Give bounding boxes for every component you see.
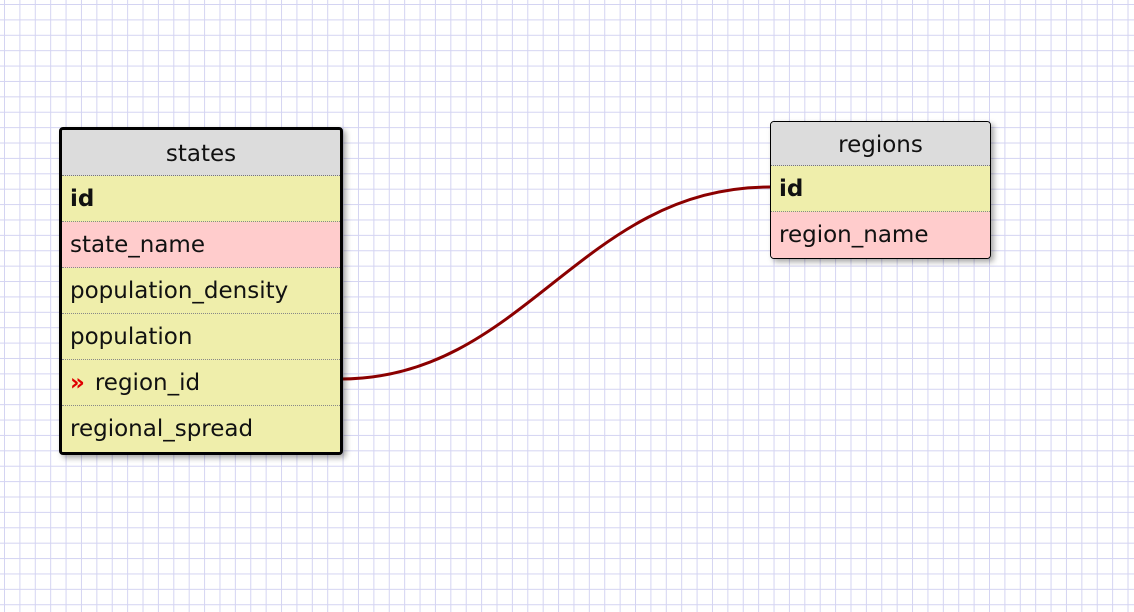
- field-label: region_id: [94, 370, 201, 396]
- table-regions[interactable]: regions id region_name: [770, 121, 991, 259]
- table-states[interactable]: states id state_name population_density …: [59, 127, 343, 455]
- field-label: state_name: [70, 232, 205, 258]
- field-label: id: [70, 186, 95, 212]
- states-field-state-name[interactable]: state_name: [62, 222, 340, 268]
- table-regions-title: regions: [771, 122, 990, 166]
- states-field-population-density[interactable]: population_density: [62, 268, 340, 314]
- states-field-regional-spread[interactable]: regional_spread: [62, 406, 340, 452]
- field-label: population: [70, 324, 193, 350]
- regions-field-region-name[interactable]: region_name: [771, 212, 990, 258]
- table-states-title: states: [62, 130, 340, 176]
- field-label: id: [779, 176, 804, 202]
- states-field-population[interactable]: population: [62, 314, 340, 360]
- regions-field-id[interactable]: id: [771, 166, 990, 212]
- foreign-key-icon: »: [70, 370, 85, 396]
- relationship-line: [339, 185, 771, 381]
- states-field-id[interactable]: id: [62, 176, 340, 222]
- field-label: population_density: [70, 278, 289, 304]
- states-field-region-id[interactable]: » region_id: [62, 360, 340, 406]
- field-label: region_name: [779, 222, 929, 248]
- field-label: regional_spread: [70, 416, 254, 442]
